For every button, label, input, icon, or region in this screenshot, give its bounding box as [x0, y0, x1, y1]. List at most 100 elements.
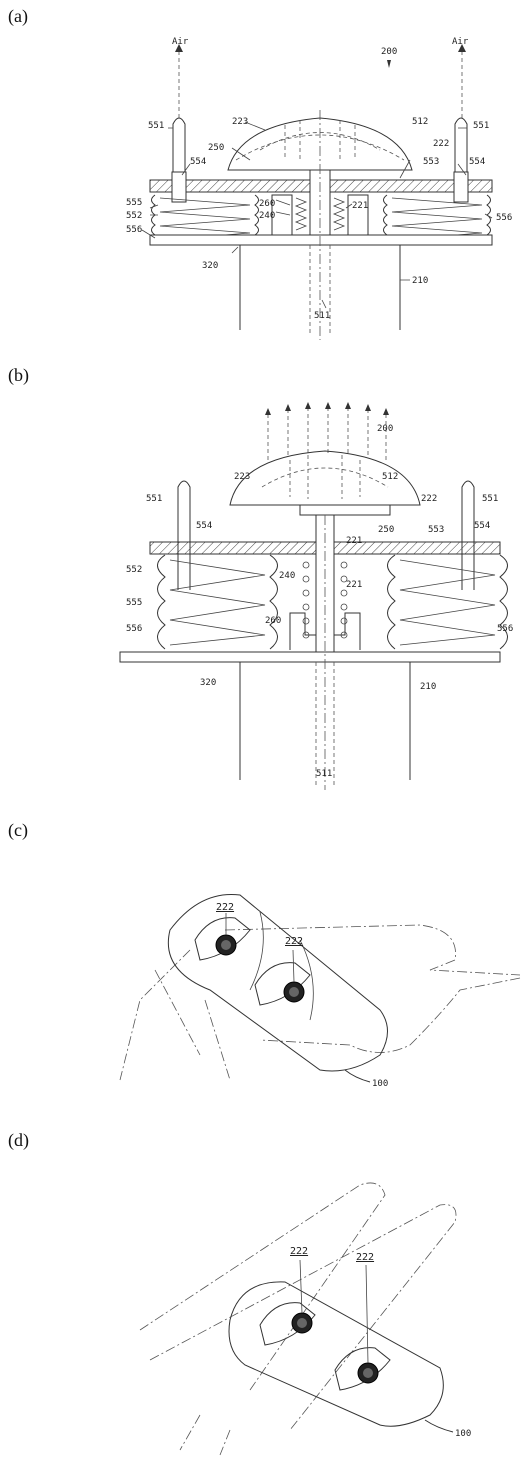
label-511: 511 [314, 311, 330, 321]
bellows-right-outer [499, 554, 508, 650]
panel-c: (c) 222 222 100 [0, 820, 522, 1120]
leader-lines [225, 913, 295, 983]
label-223: 223 [232, 117, 248, 127]
label-222-a: 222 [216, 902, 234, 913]
label-556-left: 556 [126, 225, 142, 235]
button-222-b-center [363, 1368, 373, 1378]
label-210: 210 [412, 276, 428, 286]
label-240: 240 [259, 211, 275, 221]
fitting-554-left [171, 171, 187, 203]
panel-label-a: (a) [8, 6, 28, 26]
label-554-right: 554 [469, 157, 485, 167]
label-555: 555 [126, 598, 142, 608]
hand-outline [139, 1182, 457, 1456]
pin-551-left [172, 117, 186, 180]
arrow-head-left [175, 44, 183, 52]
air-label-left: Air [172, 37, 189, 47]
arrow-head-right [458, 44, 466, 52]
label-221: 221 [352, 201, 368, 211]
spring-240-left [294, 197, 308, 231]
button-222-a-center [221, 940, 231, 950]
spring-552-left [159, 197, 251, 241]
label-551-left: 551 [146, 494, 162, 504]
air-channels [284, 120, 356, 162]
label-552: 552 [126, 211, 142, 221]
spring-552-left [169, 559, 266, 646]
bellows-left-inner [269, 554, 278, 650]
label-250: 250 [208, 143, 224, 153]
spring-552-right [391, 197, 483, 241]
button-222-b-center [289, 987, 299, 997]
label-320: 320 [200, 678, 216, 688]
label-554-right: 554 [474, 521, 490, 531]
label-556-right: 556 [496, 213, 512, 223]
diagram-a: Air Air [126, 37, 512, 340]
label-210: 210 [420, 682, 436, 692]
label-556-left: 556 [126, 624, 142, 634]
body-210 [239, 662, 411, 780]
device-ridges [249, 911, 314, 1021]
label-250: 250 [378, 525, 394, 535]
panel-d: (d) 222 222 100 [0, 1130, 522, 1458]
label-222-b: 222 [285, 936, 303, 947]
hand-outline [119, 924, 521, 1081]
pin-551-right [461, 480, 475, 590]
label-222-b: 222 [356, 1252, 374, 1263]
label-511: 511 [316, 769, 332, 779]
plate-250 [299, 504, 391, 516]
dotted-surface [235, 134, 405, 161]
label-554-left: 554 [190, 157, 206, 167]
label-553: 553 [428, 525, 444, 535]
spring-552-right [399, 559, 496, 646]
label-222: 222 [433, 139, 449, 149]
panel-b: (b) [0, 365, 522, 805]
label-551-right: 551 [473, 121, 489, 131]
label-554-left: 554 [196, 521, 212, 531]
dome-200 [229, 450, 421, 506]
label-200: 200 [381, 47, 397, 57]
leader-100 [344, 1069, 371, 1083]
panel-label-d: (d) [8, 1130, 29, 1150]
panel-label-b: (b) [8, 365, 29, 385]
label-100: 100 [455, 1429, 471, 1439]
air-arrows [265, 402, 389, 460]
label-556-right: 556 [497, 624, 513, 634]
leader-100 [424, 1419, 454, 1433]
recess-left [259, 1302, 316, 1346]
label-222: 222 [421, 494, 437, 504]
label-260: 260 [259, 199, 275, 209]
panel-label-c: (c) [8, 820, 28, 840]
label-221-top: 221 [346, 536, 362, 546]
base-plate-320 [119, 651, 501, 663]
spring-240-right [332, 197, 346, 231]
arrow-200 [387, 60, 391, 68]
pin-551-right [454, 117, 468, 180]
label-222-a: 222 [290, 1246, 308, 1257]
label-100: 100 [372, 1079, 388, 1089]
bellows-left-outer [157, 554, 166, 650]
air-channels [289, 455, 361, 499]
button-222-a-center [297, 1318, 307, 1328]
label-221: 221 [346, 580, 362, 590]
spring-240 [302, 561, 348, 639]
diagram-b: 200 223 512 222 551 551 554 554 221 250 … [119, 402, 513, 790]
air-label-right: Air [452, 37, 469, 47]
label-512: 512 [412, 117, 428, 127]
body-210 [239, 245, 401, 330]
label-512: 512 [382, 472, 398, 482]
label-320: 320 [202, 261, 218, 271]
base-plate-320 [149, 234, 493, 246]
bellows-right-inner [387, 554, 396, 650]
label-555: 555 [126, 198, 142, 208]
label-223: 223 [234, 472, 250, 482]
diagram-c: 222 222 100 [119, 893, 521, 1089]
device-body-100 [228, 1281, 444, 1427]
label-551-left: 551 [148, 121, 164, 131]
pin-551-left [177, 480, 191, 590]
inner-channel [261, 467, 389, 488]
label-200: 200 [377, 424, 393, 434]
label-551-right: 551 [482, 494, 498, 504]
diagram-d: 222 222 100 [139, 1182, 471, 1456]
label-240: 240 [279, 571, 295, 581]
recess-right [254, 962, 311, 1006]
